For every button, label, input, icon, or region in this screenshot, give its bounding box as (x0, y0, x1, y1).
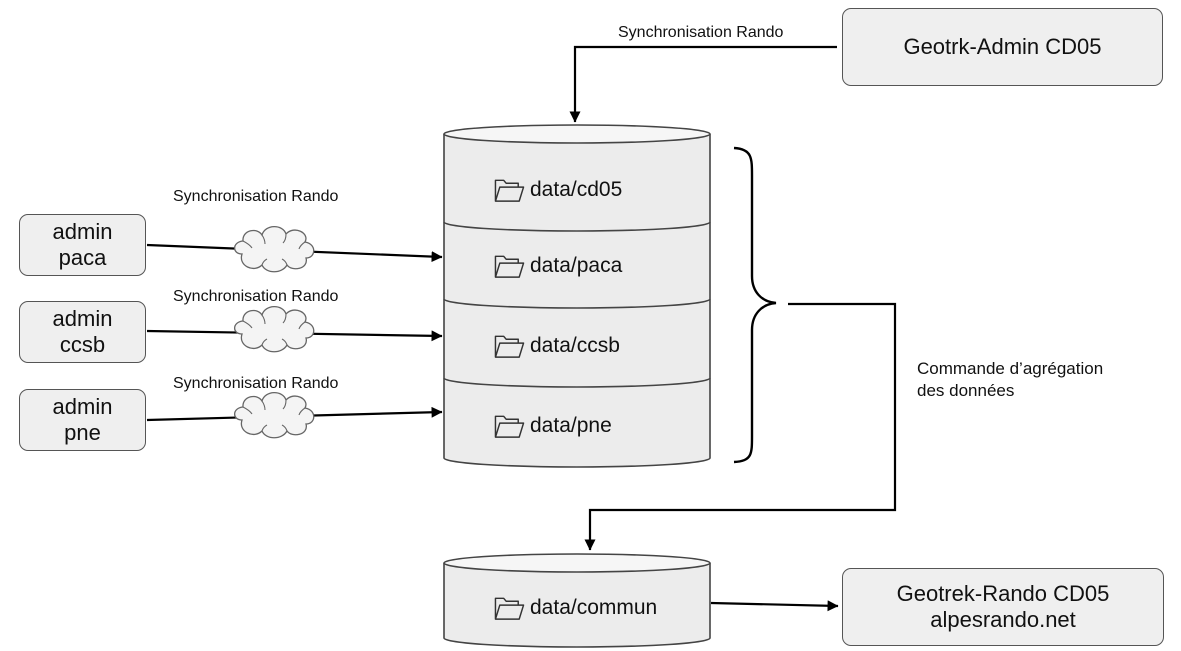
common-database-cylinder (443, 553, 711, 648)
sync-label-paca: Synchronisation Rando (173, 188, 339, 205)
geotrek-admin-node: Geotrk-Admin CD05 (842, 8, 1163, 86)
admin-paca-line2: paca (58, 245, 107, 270)
db-segment-label: data/pne (530, 414, 612, 437)
db-segment-ccsb: data/ccsb (494, 331, 620, 361)
geotrek-rando-node: Geotrek-Rando CD05 alpesrando.net (842, 568, 1164, 646)
admin-pne-line2: pne (64, 420, 101, 445)
admin-paca-line1: admin (52, 219, 113, 245)
folder-icon (494, 415, 525, 438)
cloud-icon (233, 391, 315, 439)
folder-icon (494, 255, 525, 278)
admin-pne-node: admin pne (19, 389, 146, 451)
top-sync-label: Synchronisation Rando (618, 24, 784, 41)
main-database-cylinder (443, 124, 711, 468)
db-segment-label: data/ccsb (530, 334, 620, 357)
db-commun-label: data/commun (530, 596, 658, 619)
top-sync-connector (569, 45, 837, 123)
db-commun: data/commun (494, 593, 657, 623)
folder-icon (494, 335, 525, 358)
sync-label-ccsb: Synchronisation Rando (173, 288, 339, 305)
aggregation-line2: des données (917, 381, 1015, 401)
geotrek-admin-label: Geotrk-Admin CD05 (903, 34, 1102, 60)
output-connector (710, 600, 839, 612)
folder-icon (494, 179, 525, 202)
admin-ccsb-line2: ccsb (59, 332, 106, 357)
right-brace (733, 146, 777, 464)
admin-ccsb-node: admin ccsb (19, 301, 146, 363)
geotrek-rando-line2: alpesrando.net (930, 607, 1076, 632)
aggregation-connector (584, 302, 897, 551)
admin-paca-node: admin paca (19, 214, 146, 276)
sync-label-pne: Synchronisation Rando (173, 375, 339, 392)
folder-icon (494, 597, 525, 620)
db-segment-cd05: data/cd05 (494, 175, 622, 205)
db-segment-label: data/cd05 (530, 178, 623, 201)
db-segment-paca: data/paca (494, 251, 622, 281)
cloud-icon (233, 305, 315, 353)
db-segment-label: data/paca (530, 254, 623, 277)
admin-pne-line1: admin (52, 394, 113, 420)
aggregation-line1: Commande d’agrégation (917, 359, 1104, 378)
db-segment-pne: data/pne (494, 411, 612, 441)
cloud-icon (233, 225, 315, 273)
aggregation-label: Commande d’agrégation des données (917, 358, 1103, 403)
admin-ccsb-line1: admin (52, 306, 113, 332)
geotrek-rando-line1: Geotrek-Rando CD05 (896, 581, 1110, 607)
